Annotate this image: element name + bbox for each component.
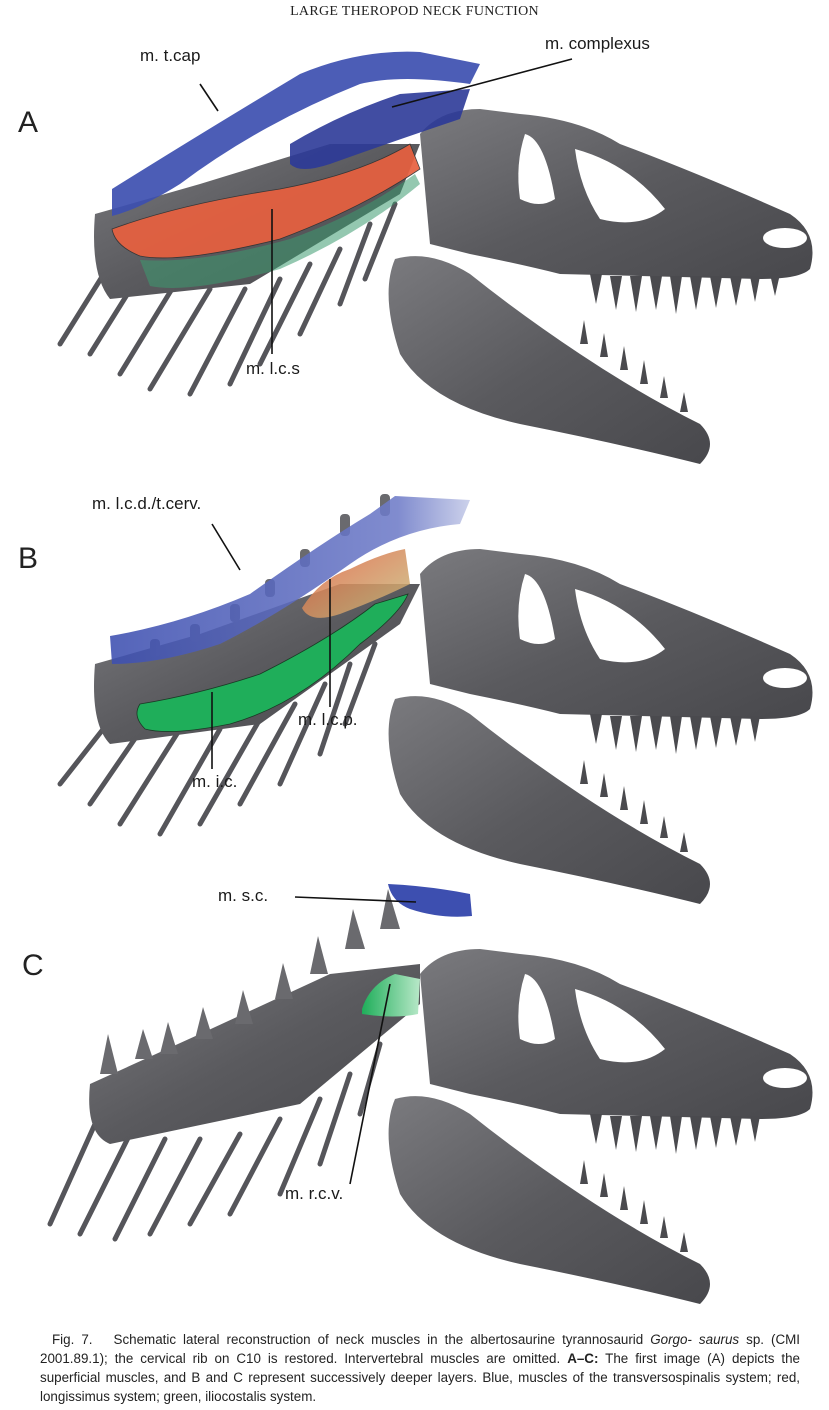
caption-genus-1: Gorgo- xyxy=(650,1332,692,1347)
label-m-r-c-v: m. r.c.v. xyxy=(285,1184,344,1203)
panel-c-drawing xyxy=(47,884,813,1304)
caption-fig-label: Fig. 7. xyxy=(52,1332,93,1347)
panel-letter-a: A xyxy=(18,106,39,139)
label-m-s-c: m. s.c. xyxy=(218,886,269,905)
label-m-l-c-d-t-cerv: m. l.c.d./t.cerv. xyxy=(92,494,202,513)
caption-bold-range: A–C: xyxy=(567,1351,599,1366)
panel-letter-c: C xyxy=(22,949,44,982)
panel-b-drawing xyxy=(57,494,813,904)
skeleton-illustration xyxy=(47,51,813,1304)
caption-text-1: Schematic lateral reconstruction of neck… xyxy=(113,1332,651,1347)
panel-a-drawing xyxy=(57,51,813,464)
caption-genus-2: saurus xyxy=(698,1332,740,1347)
panel-letter-b: B xyxy=(18,542,39,575)
leader-lines xyxy=(199,58,573,1185)
figure-7: A B C m. t.cap m. complexus m. l.c.s m. … xyxy=(0,24,829,1324)
label-m-t-cap: m. t.cap xyxy=(140,46,201,65)
label-m-complexus: m. complexus xyxy=(545,34,650,53)
label-m-l-c-s: m. l.c.s xyxy=(246,359,300,378)
label-m-l-c-p: m. l.c.p. xyxy=(298,710,358,729)
figure-caption: Fig. 7. Schematic lateral reconstruction… xyxy=(40,1330,800,1406)
running-head: LARGE THEROPOD NECK FUNCTION xyxy=(290,4,539,19)
caption-text-3: The first image (A) depicts the superfic… xyxy=(40,1351,800,1404)
label-m-i-c: m. i.c. xyxy=(192,772,238,791)
caption-text-2: sp. (CMI 2001.89.1); the cervical rib on… xyxy=(40,1332,800,1366)
